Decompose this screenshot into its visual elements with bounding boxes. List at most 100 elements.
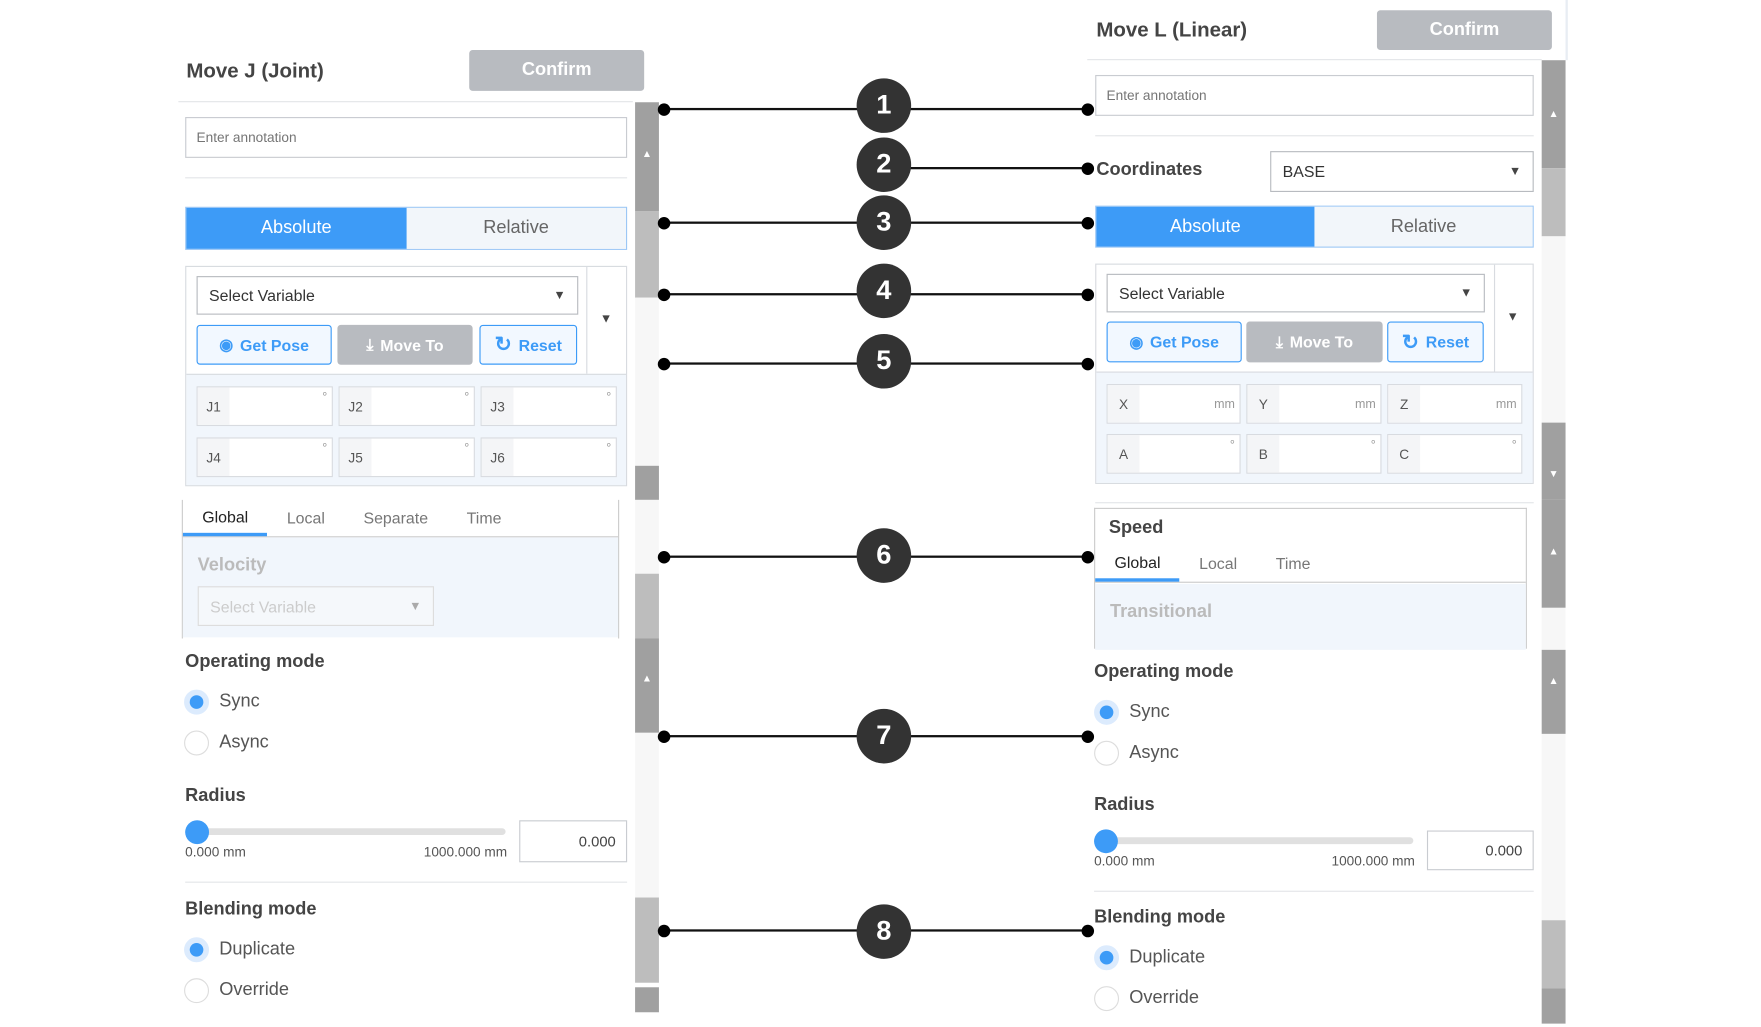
joint-field[interactable]: J5° xyxy=(338,437,475,478)
override-radio[interactable]: Override xyxy=(184,978,289,1004)
operating-mode-label: Operating mode xyxy=(1094,662,1234,682)
move-to-button[interactable]: ⤓Move To xyxy=(337,324,473,365)
tab-time[interactable]: Time xyxy=(466,508,502,528)
callout-line xyxy=(663,929,859,932)
async-radio[interactable]: Async xyxy=(1094,740,1179,766)
callout-dot xyxy=(1081,288,1095,302)
confirm-button[interactable]: Confirm xyxy=(469,49,645,91)
radius-input[interactable]: 0.000 xyxy=(1426,830,1534,871)
download-icon: ⤓ xyxy=(366,335,374,354)
annotation-input[interactable] xyxy=(1095,74,1534,116)
callout-dot xyxy=(1081,103,1095,116)
duplicate-radio[interactable]: Duplicate xyxy=(1094,945,1205,971)
tab-global[interactable]: Global xyxy=(182,500,268,537)
velocity-label: Velocity xyxy=(197,555,267,575)
scroll-up-icon: ▲ xyxy=(641,147,653,160)
target-icon: ◉ xyxy=(219,335,234,354)
velocity-select[interactable]: Select Variable▼ xyxy=(197,586,434,626)
get-pose-button[interactable]: ◉Get Pose xyxy=(1106,321,1242,363)
confirm-button[interactable]: Confirm xyxy=(1376,10,1552,50)
chevron-down-icon: ▼ xyxy=(409,599,422,613)
joint-field[interactable]: J2° xyxy=(338,386,475,427)
tab-local[interactable]: Local xyxy=(286,508,325,528)
annotation-input[interactable] xyxy=(185,117,628,158)
tab-local[interactable]: Local xyxy=(1199,554,1238,573)
callout-line xyxy=(663,221,859,224)
reset-button[interactable]: ↻Reset xyxy=(479,324,578,365)
joint-field[interactable]: J4° xyxy=(196,437,333,478)
speed-box: Global Local Separate Time Velocity Sele… xyxy=(181,499,620,639)
callout-dot xyxy=(1081,551,1095,564)
override-radio[interactable]: Override xyxy=(1094,986,1199,1012)
reset-button[interactable]: ↻Reset xyxy=(1387,321,1484,363)
async-radio[interactable]: Async xyxy=(184,730,269,756)
scroll-up-icon: ▲ xyxy=(1548,545,1559,557)
callout-line xyxy=(908,362,1089,365)
absolute-tab[interactable]: Absolute xyxy=(1096,206,1315,247)
radius-input[interactable]: 0.000 xyxy=(519,820,628,863)
callout-dot xyxy=(1081,730,1095,744)
callout-line xyxy=(663,555,859,558)
reset-icon: ↻ xyxy=(494,332,512,356)
radius-slider[interactable] xyxy=(1094,837,1414,845)
radius-slider-handle[interactable] xyxy=(1094,829,1118,854)
coordinates-dropdown[interactable]: BASE▼ xyxy=(1270,151,1534,193)
callout-line xyxy=(908,167,1089,170)
callout-line xyxy=(908,929,1089,932)
radius-slider[interactable] xyxy=(185,828,506,836)
sync-radio[interactable]: Sync xyxy=(1094,699,1170,725)
callout-dot xyxy=(1081,216,1095,230)
expand-chevron-icon[interactable]: ▼ xyxy=(1506,310,1519,324)
joint-field[interactable]: J6° xyxy=(480,437,617,478)
radius-min: 0.000 mm xyxy=(185,844,246,861)
speed-box: Speed Global Local Time Transitional xyxy=(1094,507,1527,650)
callout-dot xyxy=(657,288,671,302)
get-pose-button[interactable]: ◉Get Pose xyxy=(196,324,332,365)
callout-number: 8 xyxy=(856,904,912,959)
operating-mode-label: Operating mode xyxy=(185,652,325,672)
coord-field[interactable]: C° xyxy=(1387,433,1523,474)
tab-global[interactable]: Global xyxy=(1095,545,1180,582)
absolute-tab[interactable]: Absolute xyxy=(186,207,407,249)
duplicate-radio[interactable]: Duplicate xyxy=(184,937,295,963)
callout-line xyxy=(908,293,1089,296)
scroll-up-icon: ▲ xyxy=(1548,674,1559,687)
panel-title: Move L (Linear) xyxy=(1096,18,1248,41)
chevron-down-icon: ▼ xyxy=(1508,164,1522,179)
tab-time[interactable]: Time xyxy=(1275,554,1311,573)
coord-field[interactable]: A° xyxy=(1106,433,1241,474)
relative-tab[interactable]: Relative xyxy=(1314,206,1533,247)
callout-dot xyxy=(657,103,671,116)
joint-field[interactable]: J3° xyxy=(480,386,617,427)
joint-field[interactable]: J1° xyxy=(196,386,333,427)
pose-box: Select Variable▼ ▼ ◉Get Pose ⤓Move To ↻R… xyxy=(1095,263,1534,484)
callout-line xyxy=(908,735,1089,738)
radius-slider-handle[interactable] xyxy=(185,820,210,845)
sync-radio[interactable]: Sync xyxy=(184,689,260,715)
callout-number: 1 xyxy=(856,78,912,133)
pose-box: Select Variable▼ ▼ ◉Get Pose ⤓Move To ↻R… xyxy=(185,265,628,487)
chevron-down-icon: ▼ xyxy=(1460,286,1473,300)
expand-chevron-icon[interactable]: ▼ xyxy=(599,312,613,327)
scroll-down-icon: ▼ xyxy=(1548,468,1559,480)
transitional-label: Transitional xyxy=(1109,602,1212,622)
callout-line xyxy=(908,555,1089,558)
tab-separate[interactable]: Separate xyxy=(363,508,429,528)
reset-icon: ↻ xyxy=(1401,330,1419,353)
callout-number: 5 xyxy=(856,334,912,389)
select-label: Select Variable xyxy=(209,286,315,305)
blending-mode-label: Blending mode xyxy=(1094,907,1226,928)
callout-line xyxy=(663,735,859,738)
select-variable-dropdown[interactable]: Select Variable▼ xyxy=(1106,273,1485,313)
move-to-button[interactable]: ⤓Move To xyxy=(1246,321,1383,363)
radius-label: Radius xyxy=(1094,795,1155,815)
target-icon: ◉ xyxy=(1129,332,1144,351)
callout-number: 6 xyxy=(856,528,912,583)
radius-max: 1000.000 mm xyxy=(1331,853,1415,870)
relative-tab[interactable]: Relative xyxy=(406,207,626,249)
select-variable-dropdown[interactable]: Select Variable▼ xyxy=(196,276,579,315)
coord-field[interactable]: B° xyxy=(1246,433,1382,474)
